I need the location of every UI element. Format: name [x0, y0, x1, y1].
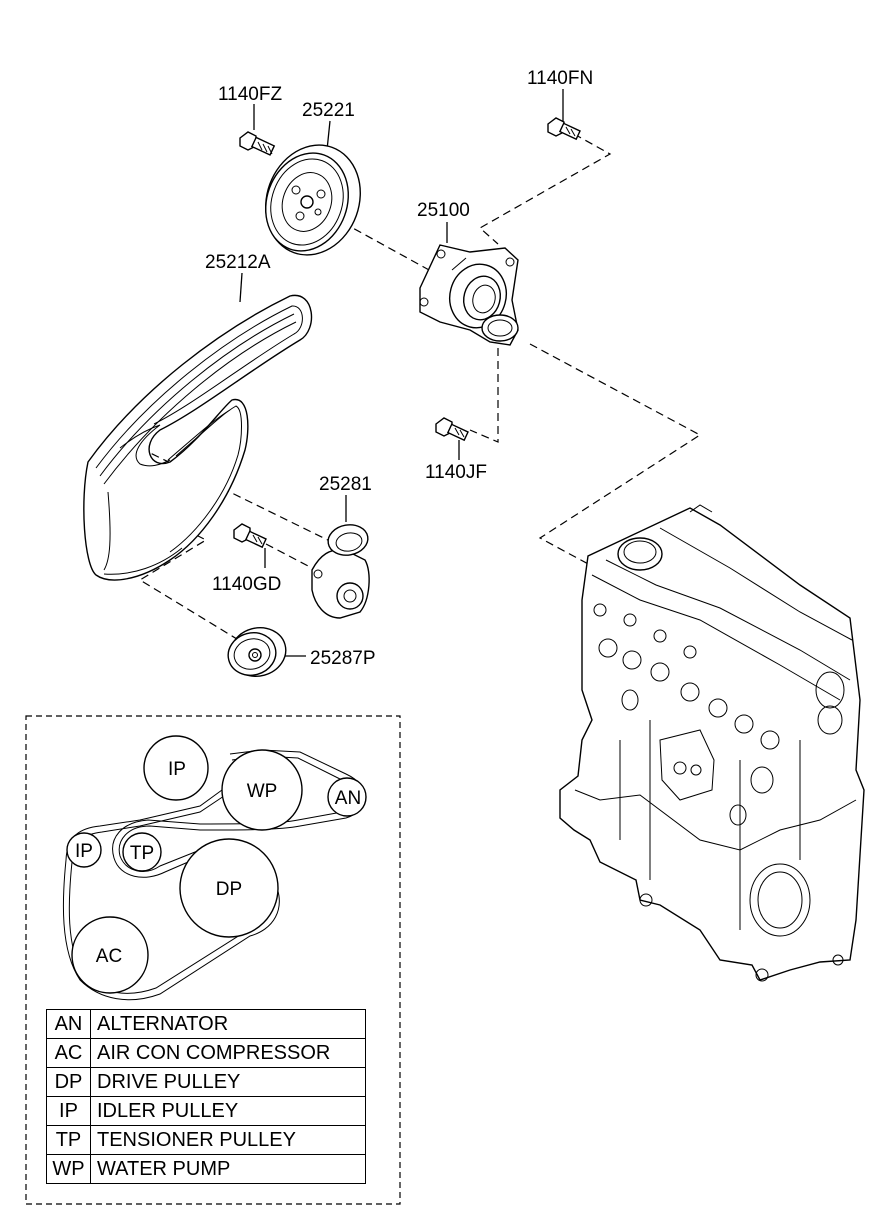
- legend-description: IDLER PULLEY: [90, 1096, 366, 1126]
- bolt-1140fn-icon[interactable]: [547, 117, 581, 141]
- legend-code: TP: [46, 1125, 91, 1155]
- legend-row: AC AIR CON COMPRESSOR: [46, 1038, 366, 1068]
- legend-description: AIR CON COMPRESSOR: [90, 1038, 366, 1068]
- label-1140FZ[interactable]: 1140FZ: [218, 84, 282, 105]
- bolt-1140jf-icon[interactable]: [435, 417, 469, 442]
- pulley-water-pump-icon: [221, 749, 303, 831]
- legend-code: IP: [46, 1096, 91, 1126]
- bolt-1140fz-icon[interactable]: [239, 131, 276, 156]
- water-pump-25100-icon[interactable]: [419, 244, 519, 346]
- drive-belt-25212a-icon[interactable]: [83, 294, 313, 581]
- label-25221[interactable]: 25221: [302, 100, 355, 121]
- pulley-label-ip-top: IP: [168, 759, 186, 780]
- pulley-label-an: AN: [335, 788, 361, 809]
- legend-row: TP TENSIONER PULLEY: [46, 1125, 366, 1155]
- engine-block-icon: [559, 504, 865, 982]
- legend-description: WATER PUMP: [90, 1154, 366, 1184]
- legend-row: AN ALTERNATOR: [46, 1009, 366, 1039]
- belt-routing-diagram: IP WP AN IP TP DP AC: [62, 735, 367, 1001]
- label-25281[interactable]: 25281: [319, 474, 372, 495]
- label-25212A[interactable]: 25212A: [205, 252, 271, 273]
- legend-code: AC: [46, 1038, 91, 1068]
- pulley-idler-left-icon: [66, 832, 102, 868]
- label-1140GD[interactable]: 1140GD: [212, 574, 281, 595]
- label-1140JF[interactable]: 1140JF: [425, 462, 487, 483]
- idler-pulley-25287p-icon[interactable]: [223, 622, 291, 683]
- pulley-alternator-icon: [327, 777, 367, 817]
- pulley-tensioner-icon: [122, 832, 162, 872]
- label-25100[interactable]: 25100: [417, 200, 470, 221]
- legend-code: DP: [46, 1067, 91, 1097]
- legend-row: WP WATER PUMP: [46, 1154, 366, 1184]
- pulley-label-tp: TP: [130, 843, 154, 864]
- label-25287P[interactable]: 25287P: [310, 648, 376, 669]
- pulley-label-dp: DP: [216, 879, 242, 900]
- label-1140FN[interactable]: 1140FN: [527, 68, 593, 89]
- legend-code: AN: [46, 1009, 91, 1039]
- pulley-label-wp: WP: [247, 781, 278, 802]
- legend-description: TENSIONER PULLEY: [90, 1125, 366, 1155]
- pulley-drive-icon: [179, 838, 279, 938]
- legend-row: IP IDLER PULLEY: [46, 1096, 366, 1126]
- water-pump-pulley-25221-icon[interactable]: [251, 132, 376, 269]
- pulley-legend-table: AN ALTERNATOR AC AIR CON COMPRESSOR DP D…: [46, 1009, 366, 1184]
- pulley-label-ac: AC: [96, 946, 122, 967]
- pulley-idler-top-icon: [143, 735, 209, 801]
- bolt-1140gd-icon[interactable]: [233, 523, 267, 549]
- belt-routing-box: [25, 715, 401, 1205]
- legend-description: ALTERNATOR: [90, 1009, 366, 1039]
- tensioner-25281-icon[interactable]: [311, 522, 370, 619]
- pulley-label-ip-left: IP: [75, 841, 93, 862]
- legend-row: DP DRIVE PULLEY: [46, 1067, 366, 1097]
- pulley-air-con-icon: [71, 916, 149, 994]
- legend-code: WP: [46, 1154, 91, 1184]
- legend-description: DRIVE PULLEY: [90, 1067, 366, 1097]
